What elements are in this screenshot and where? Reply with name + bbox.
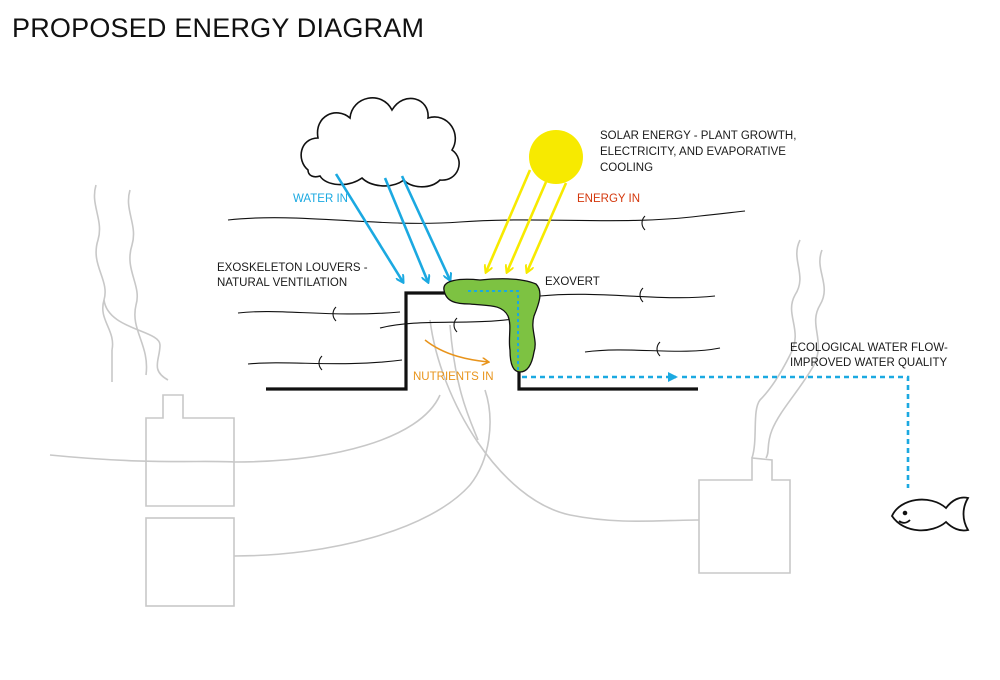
right-smokestack-icon <box>698 239 825 574</box>
internal-water-path <box>468 290 519 370</box>
exovert-plant <box>443 278 541 373</box>
louvers-label-line1: EXOSKELETON LOUVERS - <box>217 262 368 274</box>
louvers-label-line2: NATURAL VENTILATION <box>217 277 348 289</box>
ecological-water-flow-line <box>522 375 910 488</box>
water-flow-arrowhead <box>668 372 678 382</box>
solar-energy-label-line1: SOLAR ENERGY - PLANT GROWTH, <box>600 130 797 142</box>
pipe-lines <box>49 319 700 557</box>
wind-lines <box>227 210 746 371</box>
solar-energy-label-line2: ELECTRICITY, AND EVAPORATIVE <box>600 146 786 158</box>
fish-icon <box>890 496 970 532</box>
cloud-icon <box>300 97 460 188</box>
nutrients-in-label: NUTRIENTS IN <box>413 371 494 383</box>
building-section <box>266 291 698 391</box>
water-in-label: WATER IN <box>293 193 348 205</box>
energy-in-label: ENERGY IN <box>577 193 641 205</box>
exovert-label: EXOVERT <box>545 276 600 288</box>
water-flow-label-line2: IMPROVED WATER QUALITY <box>790 357 948 369</box>
nutrients-arrow <box>424 339 488 362</box>
energy-in-arrows <box>486 169 568 272</box>
solar-energy-label-line3: COOLING <box>600 162 654 174</box>
water-flow-label-line1: ECOLOGICAL WATER FLOW- <box>790 342 948 354</box>
sun-icon <box>529 130 583 184</box>
page-title: PROPOSED ENERGY DIAGRAM <box>12 13 425 43</box>
water-in-arrows <box>334 173 450 282</box>
left-smokestack-icon <box>93 184 235 607</box>
